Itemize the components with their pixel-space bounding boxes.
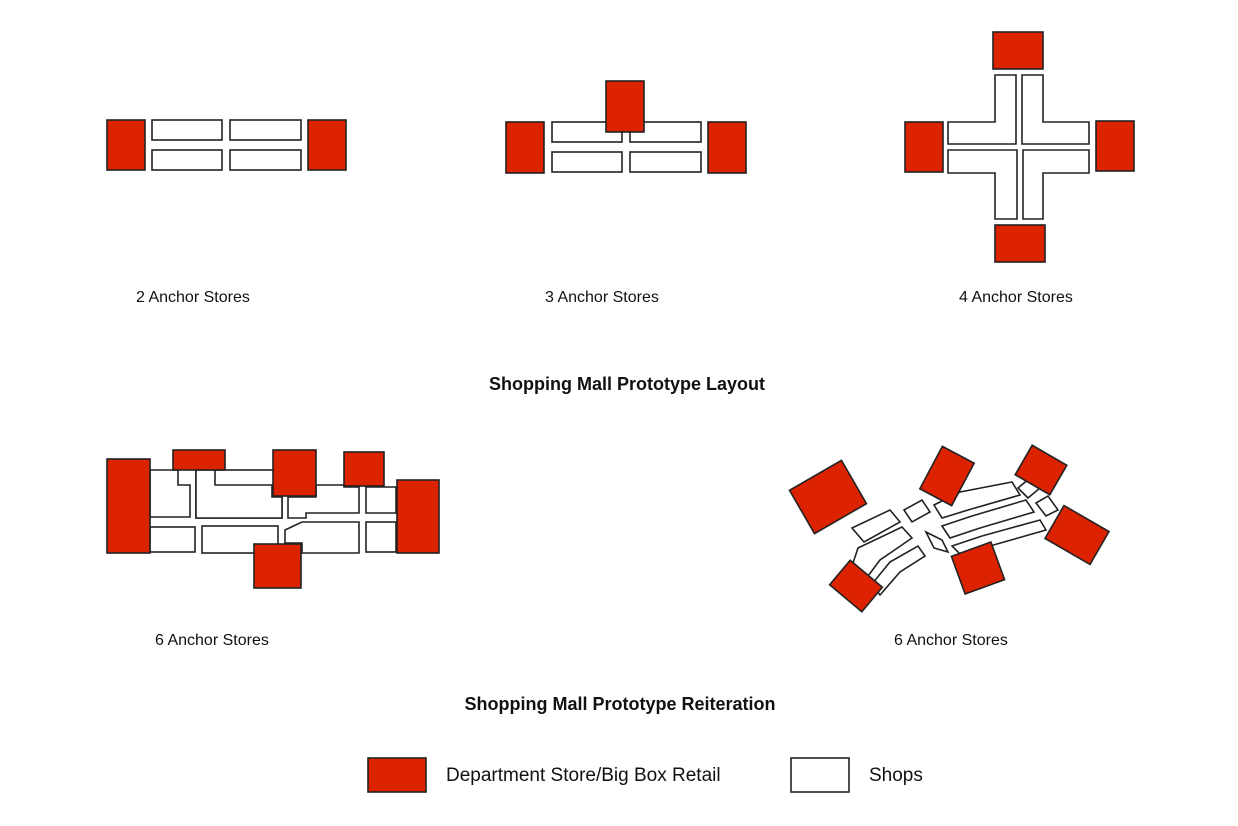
anchor-store (505, 121, 545, 174)
shop-block (151, 119, 223, 141)
anchor-store (106, 458, 151, 554)
anchor-store (272, 449, 317, 497)
anchor-store (904, 121, 944, 173)
shop-block (870, 544, 927, 597)
anchor-store (172, 449, 226, 471)
six-anchor-grid-label: 6 Anchor Stores (155, 632, 269, 649)
shop-block (365, 486, 397, 514)
shop-block (1021, 74, 1090, 145)
legend-anchor-swatch (367, 757, 427, 793)
shop-block (629, 151, 702, 173)
legend-shop-label: Shops (869, 765, 923, 786)
shop-block (947, 74, 1017, 145)
anchor-store (106, 119, 146, 171)
anchor-store (1043, 504, 1111, 566)
shop-block (284, 521, 360, 554)
anchor-store (707, 121, 747, 174)
anchor-store (992, 31, 1044, 70)
anchor-store (788, 459, 868, 535)
anchor-store (1014, 444, 1068, 496)
anchor-store (950, 540, 1006, 596)
shop-block (940, 499, 1036, 539)
legend-anchor-label: Department Store/Big Box Retail (446, 765, 721, 786)
three-anchor-label: 3 Anchor Stores (545, 289, 659, 306)
shop-block (902, 498, 932, 524)
shop-block (1022, 149, 1090, 220)
shop-block (229, 119, 302, 141)
anchor-store (253, 543, 302, 589)
anchor-store (1095, 120, 1135, 172)
anchor-store (605, 80, 645, 133)
shop-block (195, 469, 283, 519)
anchor-store (994, 224, 1046, 263)
anchor-store (396, 479, 440, 554)
four-anchor-layout (904, 31, 1135, 263)
six-anchor-angled-layout (788, 444, 1111, 613)
six-anchor-grid-layout (106, 449, 440, 589)
three-anchor-layout (505, 80, 747, 174)
two-anchor-label: 2 Anchor Stores (136, 289, 250, 306)
anchor-store (307, 119, 347, 171)
shop-block (551, 151, 623, 173)
anchor-store (918, 445, 976, 507)
shop-block (947, 149, 1018, 220)
six-anchor-angled-label: 6 Anchor Stores (894, 632, 1008, 649)
shop-block (924, 530, 950, 554)
shop-block (850, 509, 902, 544)
shop-block (229, 149, 302, 171)
anchor-store (343, 451, 385, 487)
shop-block (149, 526, 196, 553)
reiteration-title: Shopping Mall Prototype Reiteration (464, 694, 775, 714)
shop-block (932, 481, 1022, 519)
four-anchor-label: 4 Anchor Stores (959, 289, 1073, 306)
shop-block (151, 149, 223, 171)
legend: Department Store/Big Box Retail Shops (367, 757, 923, 793)
two-anchor-layout (106, 119, 347, 171)
legend-shop-swatch (790, 757, 850, 793)
anchor-store (828, 559, 884, 613)
layout-title: Shopping Mall Prototype Layout (489, 374, 765, 394)
shop-block (149, 469, 191, 518)
shop-block (1034, 494, 1060, 518)
shop-block (365, 521, 397, 553)
